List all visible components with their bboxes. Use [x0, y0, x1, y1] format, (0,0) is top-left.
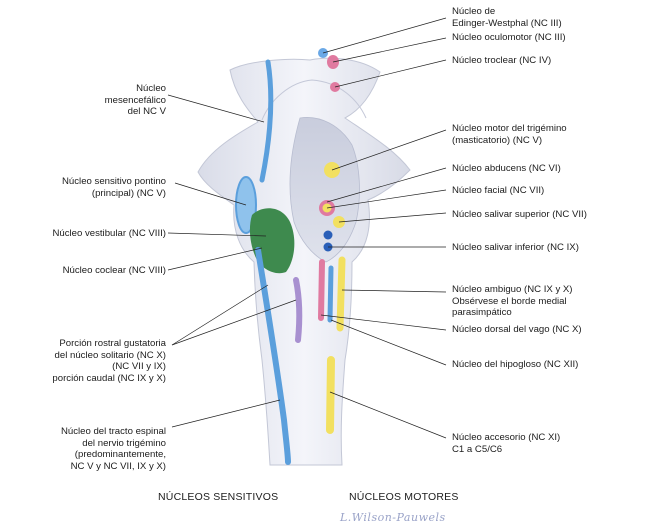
inferior-salivatory-nucleus — [323, 230, 333, 240]
label-spinal-trigeminal-nucleus: Núcleo del tracto espinal del nervio tri… — [60, 426, 166, 472]
label-oculomotor: Núcleo oculomotor (NC III) — [452, 32, 566, 43]
footer-sensory-heading: NÚCLEOS SENSITIVOS — [158, 491, 279, 503]
footer-motor-heading: NÚCLEOS MOTORES — [349, 491, 459, 503]
leader-lines — [167, 17, 447, 439]
label-trigeminal-motor: Núcleo motor del trigémino (masticatorio… — [452, 123, 567, 146]
ambiguus-nucleus — [336, 256, 346, 332]
label-solitary-nucleus: Porción rostral gustatoria del núcleo so… — [52, 338, 166, 384]
label-superior-salivatory: Núcleo salivar superior (NC VII) — [452, 209, 587, 220]
label-cochlear-nucleus: Núcleo coclear (NC VIII) — [62, 265, 166, 276]
label-trochlear: Núcleo troclear (NC IV) — [452, 55, 552, 66]
accessory-nucleus — [326, 356, 335, 434]
solitary-nucleus — [293, 277, 303, 343]
label-ambiguus: Núcleo ambiguo (NC IX y X) Obsérvese el … — [452, 284, 573, 318]
label-mesencephalic-nucleus: Núcleo mesencefálico del NC V — [104, 83, 166, 117]
dorsal-vagal-nucleus — [318, 259, 325, 321]
hypoglossal-nucleus — [327, 265, 334, 323]
label-abducens: Núcleo abducens (NC VI) — [452, 163, 561, 174]
label-edinger-westphal: Núcleo de Edinger-Westphal (NC III) — [452, 6, 562, 29]
mesencephalic-nucleus — [259, 59, 274, 183]
label-accessory: Núcleo accesorio (NC XI) C1 a C5/C6 — [452, 432, 561, 455]
brainstem-body — [197, 57, 411, 466]
label-pontine-sensory-nucleus: Núcleo sensitivo pontino (principal) (NC… — [62, 176, 166, 199]
artist-signature: L.Wilson-Pauwels — [340, 511, 446, 524]
label-facial: Núcleo facial (NC VII) — [452, 185, 545, 196]
label-hypoglossal: Núcleo del hipogloso (NC XII) — [452, 359, 579, 370]
label-vestibular-nucleus: Núcleo vestibular (NC VIII) — [52, 228, 166, 239]
label-dorsal-vagal: Núcleo dorsal del vago (NC X) — [452, 324, 582, 335]
label-inferior-salivatory: Núcleo salivar inferior (NC IX) — [452, 242, 579, 253]
